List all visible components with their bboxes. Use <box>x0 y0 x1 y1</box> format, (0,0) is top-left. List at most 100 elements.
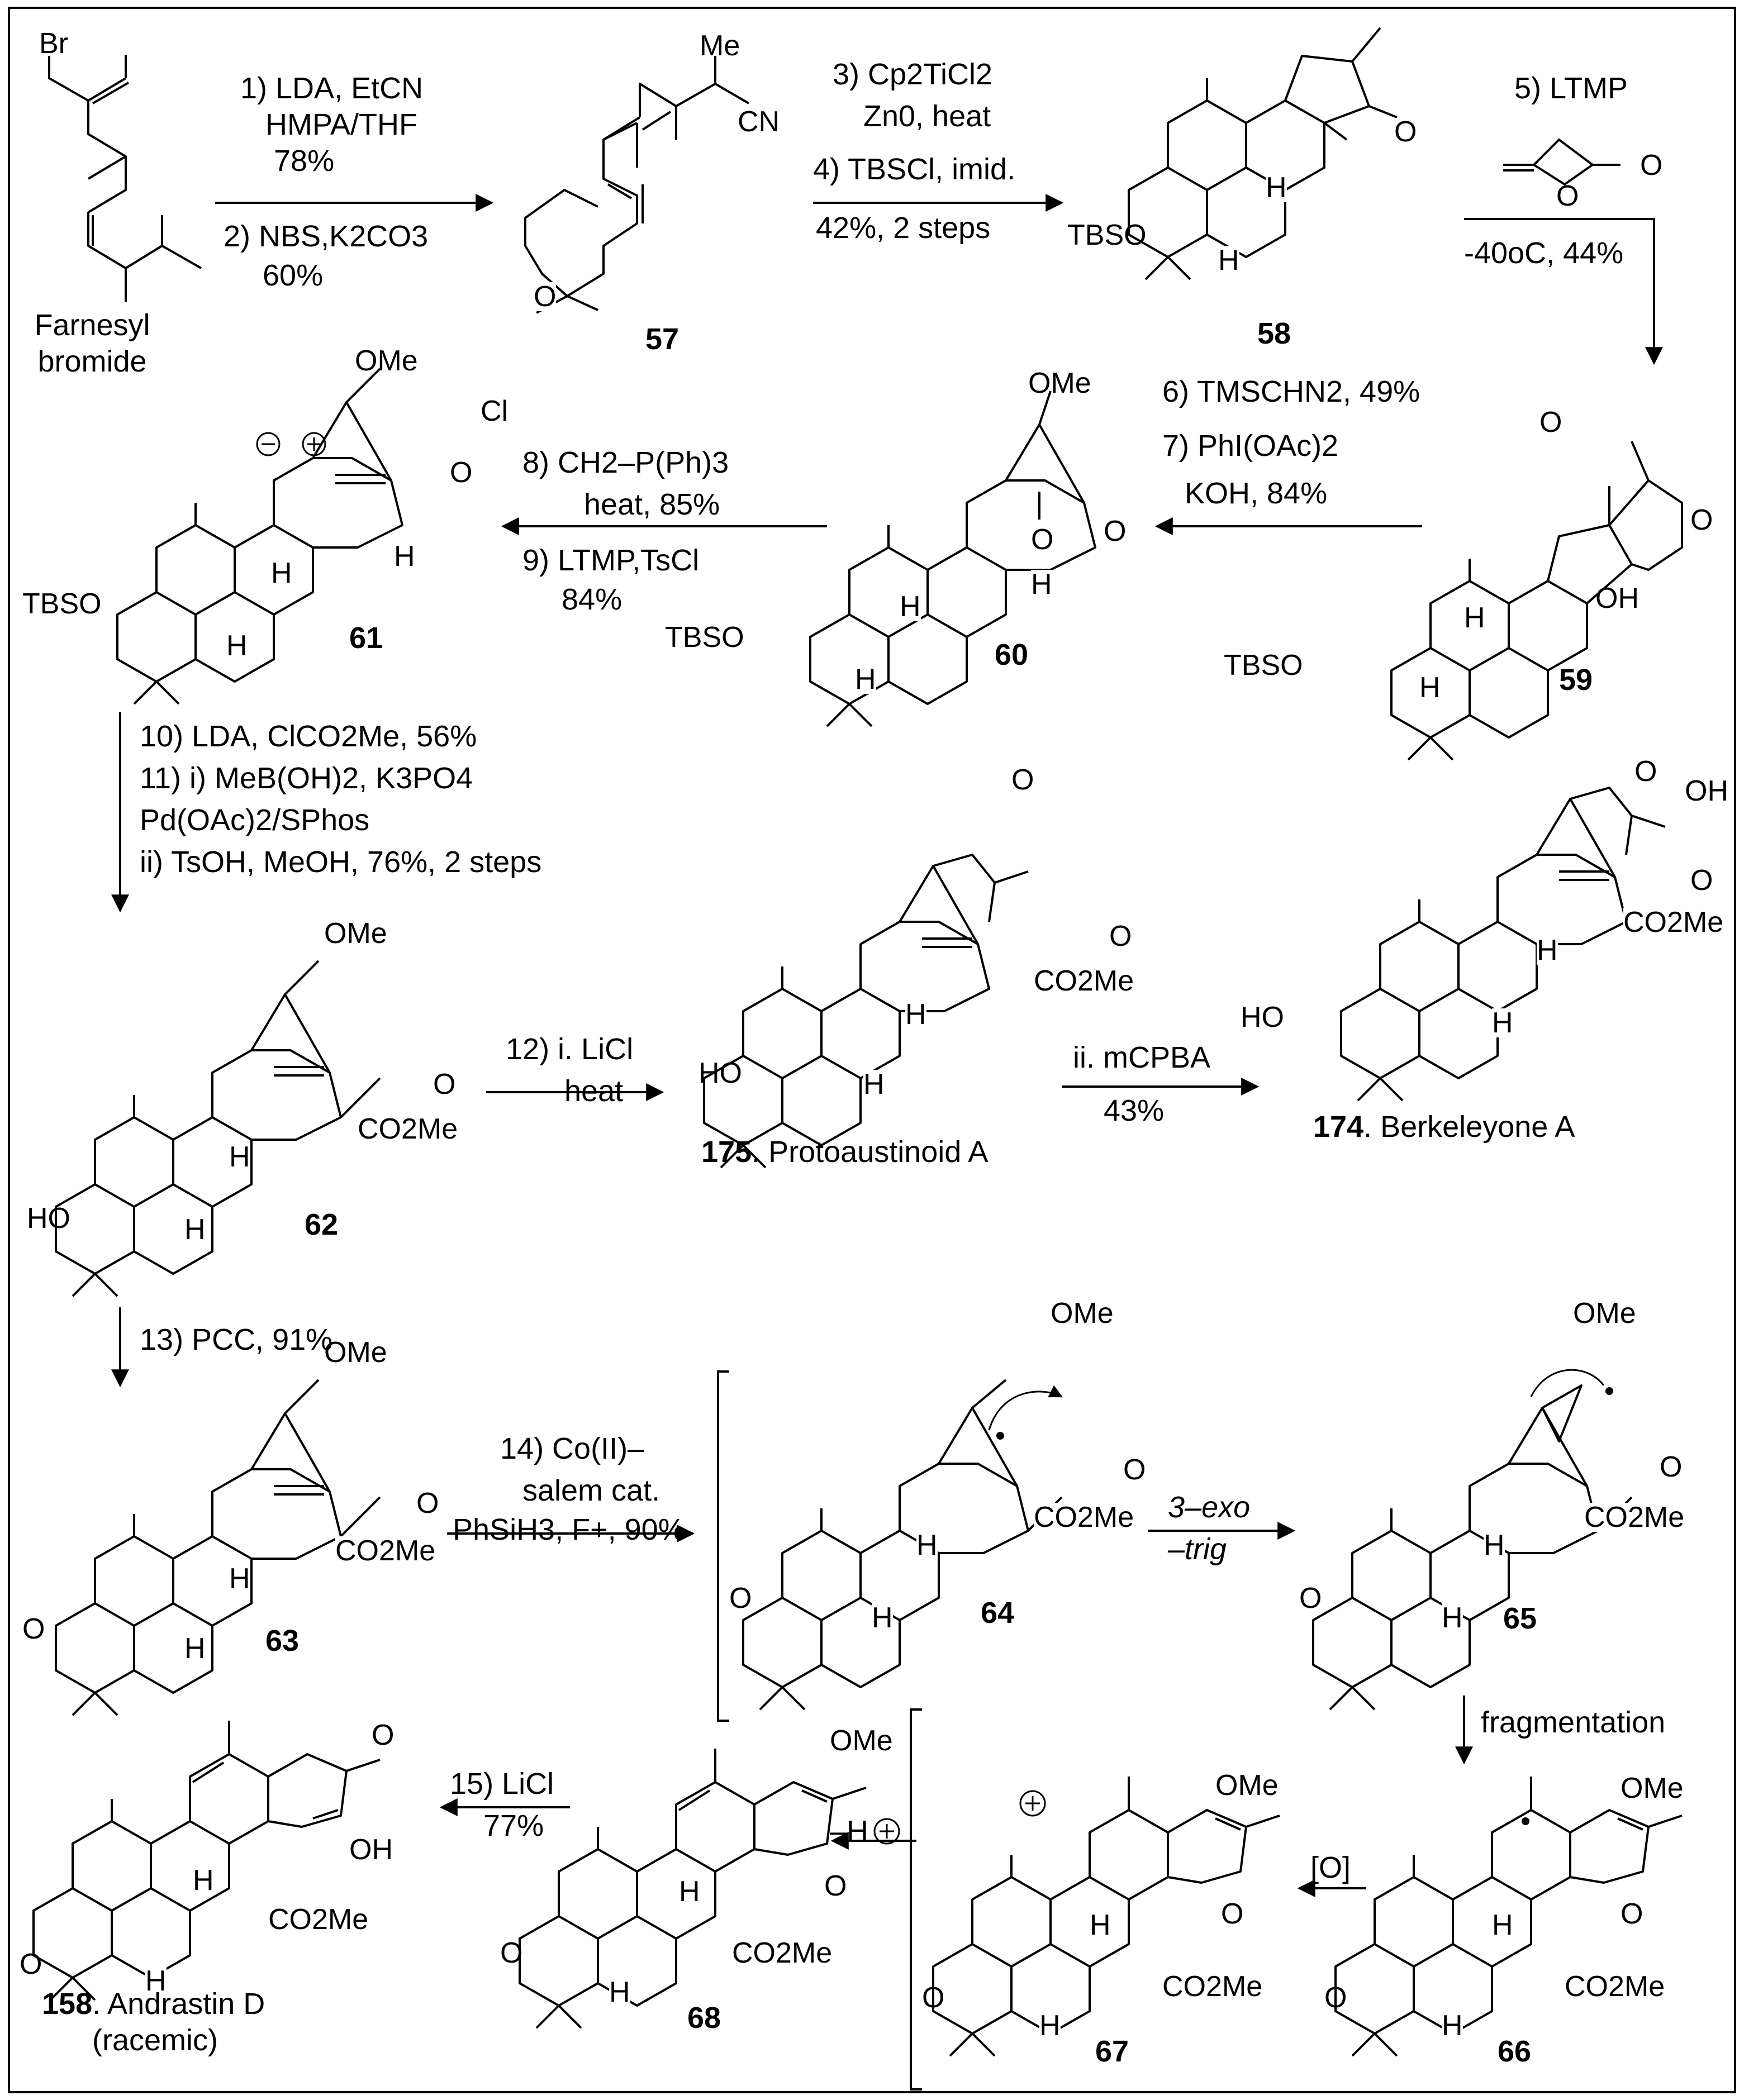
compound-158-label: 158. Andrastin D <box>42 1986 265 2022</box>
h-65-a: H <box>1484 1529 1505 1561</box>
step-12-reagent: 12) i. LiCl <box>506 1032 634 1066</box>
ketone-oxygen-60-a: O <box>1104 515 1127 547</box>
compound-68-skeleton <box>519 1749 867 2029</box>
h-60-b: H <box>900 591 921 623</box>
ome-64: OMe <box>1051 1297 1114 1330</box>
compound-65-label: 65 <box>1503 1602 1537 1635</box>
step-4-reagent: 4) TBSCl, imid. <box>813 153 1016 186</box>
step-4-yield: 42%, 2 steps <box>816 211 991 245</box>
methyl-57: Me <box>700 30 740 62</box>
step-10-reagent: 10) LDA, ClCO2Me, 56% <box>140 720 477 753</box>
ketone-oxygen-68-b: O <box>500 1937 523 1969</box>
nitrile-57: CN <box>738 106 780 138</box>
co2me-64: CO2Me <box>1034 1501 1134 1534</box>
step-7-reagent: 7) PhI(OAc)2 <box>1162 429 1339 463</box>
tbso-61: TBSO <box>22 588 102 620</box>
diketene-o2: O <box>1556 180 1579 212</box>
ketone-oxygen-66-a: O <box>1621 1898 1643 1930</box>
step-1-solvent: HMPA/THF <box>265 108 417 141</box>
h-59-a: H <box>1464 602 1485 634</box>
ome-67: OMe <box>1215 1769 1279 1802</box>
exo-trig-line-1: 3–exo <box>1168 1491 1251 1524</box>
step-3-conditions: Zn0, heat <box>863 99 991 133</box>
co2me-175: CO2Me <box>1034 965 1134 997</box>
h-65-b: H <box>1442 1602 1463 1634</box>
step-12b-yield: 43% <box>1104 1094 1165 1127</box>
step-11-workup: ii) TsOH, MeOH, 76%, 2 steps <box>140 845 542 879</box>
compound-64-label: 64 <box>981 1596 1015 1630</box>
ome-60: OMe <box>1028 367 1091 399</box>
h-66-a: H <box>1492 1909 1513 1941</box>
h-58-a: H <box>1266 172 1287 204</box>
compound-65-skeleton <box>1312 1384 1633 1711</box>
step-9-reagent: 9) LTMP,TsCl <box>522 544 700 577</box>
compound-174-number: 174 <box>1313 1110 1364 1144</box>
ketone-oxygen-62: O <box>433 1068 456 1101</box>
compound-62-skeleton <box>55 960 381 1297</box>
h-174-b: H <box>1492 1007 1513 1039</box>
ome-62: OMe <box>324 917 387 950</box>
ketone-oxygen-158-a: O <box>372 1719 395 1751</box>
step-13-reagent: 13) PCC, 91% <box>140 1323 333 1356</box>
ketone-oxygen-64-a: O <box>1123 1454 1146 1486</box>
h-63-a: H <box>229 1563 250 1595</box>
ome-61: OMe <box>355 345 418 377</box>
exo-trig-line-2: –trig <box>1168 1532 1227 1566</box>
deprotonation-label: –H <box>830 1815 869 1848</box>
h-158-a: H <box>193 1864 214 1897</box>
step-2-yield: 60% <box>263 259 324 292</box>
compound-59-skeleton <box>1390 441 1683 761</box>
ome-65: OMe <box>1573 1297 1636 1330</box>
ketone-oxygen-63-b: O <box>22 1613 45 1645</box>
ketone-oxygen-63-a: O <box>416 1487 439 1520</box>
ketone-oxygen-175-a: O <box>1011 764 1034 796</box>
oh-174: OH <box>1685 775 1728 807</box>
ketone-oxygen-61: O <box>450 456 473 489</box>
farnesyl-label-line-2: bromide <box>37 345 147 378</box>
h-58-b: H <box>1218 244 1239 277</box>
ketone-oxygen-174-a: O <box>1634 755 1657 788</box>
h-62-a: H <box>229 1141 250 1173</box>
step-1-yield: 78% <box>274 144 335 178</box>
ketone-oxygen-67-b: O <box>922 1982 945 2014</box>
compound-63-skeleton <box>55 1379 381 1716</box>
compound-66-label: 66 <box>1498 2035 1532 2068</box>
compound-158-skeleton <box>32 1721 381 2001</box>
step-9-yield: 84% <box>562 583 622 616</box>
ome-68: OMe <box>830 1725 893 1757</box>
step-7-yield: KOH, 84% <box>1185 477 1328 510</box>
h-61-a: H <box>394 540 415 573</box>
ketone-oxygen-67-a: O <box>1221 1898 1244 1930</box>
bromine-atom: Br <box>39 27 68 60</box>
compound-62-label: 62 <box>305 1208 339 1241</box>
compound-60-label: 60 <box>995 638 1029 672</box>
h-175-b: H <box>863 1068 885 1101</box>
ketone-oxygen-64-b: O <box>729 1582 752 1615</box>
compound-175-number: 175 <box>701 1135 752 1169</box>
proton-charge-icon <box>873 1818 900 1845</box>
compound-175-name: . Protoaustinoid A <box>752 1135 989 1169</box>
ho-62: HO <box>27 1202 70 1235</box>
carbanion-charge-icon <box>256 432 281 456</box>
compound-158-note: (racemic) <box>92 2023 218 2057</box>
radical-dot-66 <box>1522 1817 1529 1825</box>
step-3-reagent: 3) Cp2TiCl2 <box>833 58 993 91</box>
co2me-174: CO2Me <box>1623 906 1724 939</box>
h-63-b: H <box>184 1632 206 1665</box>
compound-57-label: 57 <box>645 322 679 356</box>
compound-174-skeleton <box>1340 787 1666 1102</box>
h-68-b: H <box>609 1976 630 2008</box>
compound-67-label: 67 <box>1095 2035 1129 2068</box>
ketone-oxygen-65-b: O <box>1299 1582 1322 1615</box>
compound-174-name: . Berkeleyone A <box>1363 1110 1575 1144</box>
step-15-reagent: 15) LiCl <box>450 1767 554 1801</box>
compound-68-label: 68 <box>687 2001 721 2035</box>
compound-67-skeleton <box>932 1777 1280 2057</box>
step-8-reagent: 8) CH2–P(Ph)3 <box>522 446 729 479</box>
diketene-structure <box>1503 138 1621 186</box>
step-11-reagent: 11) i) MeB(OH)2, K3PO4 <box>140 761 473 795</box>
compound-58-skeleton <box>1128 27 1398 280</box>
ketone-oxygen-158-b: O <box>20 1948 42 1980</box>
farnesyl-bromide-structure <box>48 55 202 302</box>
step-5-conditions: -40oC, 44% <box>1464 236 1624 270</box>
